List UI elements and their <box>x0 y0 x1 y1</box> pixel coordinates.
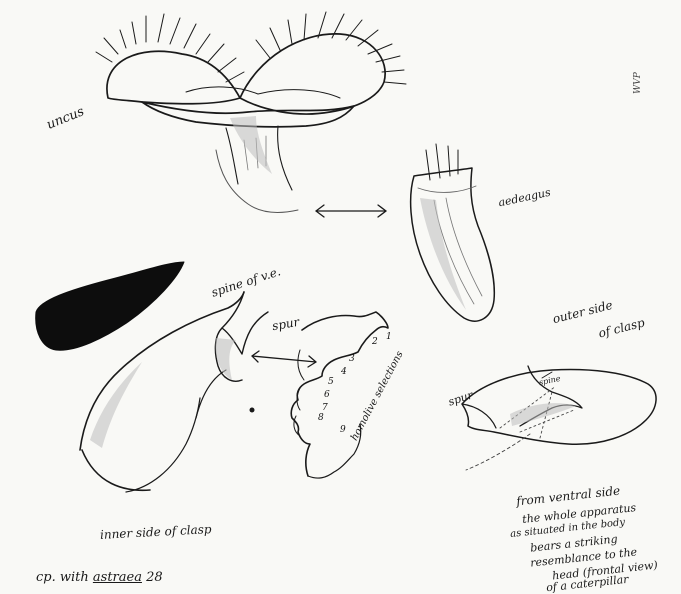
uncus-structure <box>96 12 406 212</box>
black-blot <box>36 262 184 350</box>
tooth-number: 2 <box>372 338 378 347</box>
clasp-teeth-detail <box>294 350 304 436</box>
tooth-number: 3 <box>349 355 355 364</box>
tooth-number: 5 <box>328 378 334 387</box>
dot-mark <box>250 408 255 413</box>
clasp-left-edge <box>82 450 150 490</box>
tooth-number: 6 <box>324 391 330 400</box>
uncus-left-lobe <box>107 51 240 104</box>
double-arrow-spur <box>252 351 316 367</box>
double-arrow-top <box>316 205 386 217</box>
tooth-number: 8 <box>318 414 324 423</box>
clasp-inner-line <box>196 370 226 418</box>
uncus-inner-band <box>186 87 340 98</box>
tooth-number: 7 <box>322 404 328 413</box>
uncus-bristles-right <box>256 12 406 84</box>
tooth-number: 1 <box>386 333 392 342</box>
clasp-lower-body <box>126 398 200 492</box>
label-vertical-margin: WVP <box>634 72 643 94</box>
comparison-note: cp. with astraea 28 <box>36 571 163 584</box>
uncus-right-lobe <box>240 34 385 114</box>
aedeagus <box>411 144 495 321</box>
tooth-number: 9 <box>340 426 346 435</box>
outer-pointer <box>466 434 530 470</box>
tooth-number: 4 <box>341 368 347 377</box>
uncus-bristles-left <box>96 14 244 82</box>
